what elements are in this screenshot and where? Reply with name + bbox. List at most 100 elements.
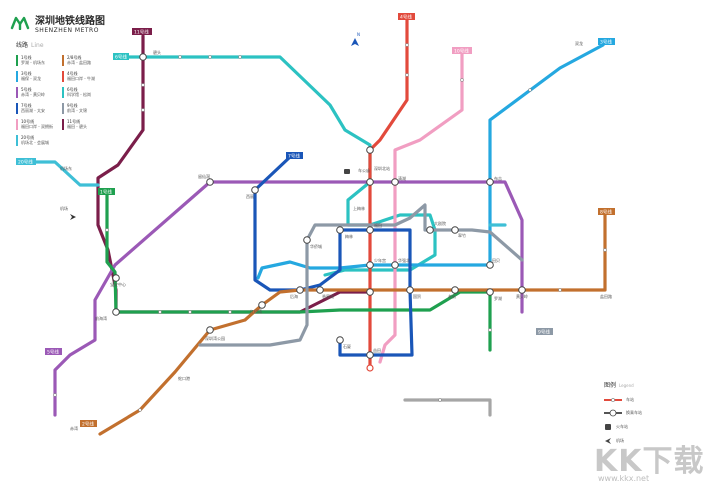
station-tick[interactable]: [460, 78, 464, 82]
airport-icon: [70, 214, 76, 220]
station-tick[interactable]: [105, 228, 109, 232]
legend-line-desc: 西丽湖 - 太安: [21, 108, 45, 113]
station-chegongmiao[interactable]: [366, 178, 374, 186]
station-xili[interactable]: [251, 186, 259, 194]
station-tick[interactable]: [603, 248, 607, 252]
station-tick[interactable]: [208, 55, 212, 59]
symbol-legend-row: 火车站: [604, 423, 699, 431]
badge-line-6-text: 6号线: [115, 54, 127, 61]
station-tick[interactable]: [558, 288, 562, 292]
station-tianbei[interactable]: [486, 261, 494, 269]
station-shenzhenwan[interactable]: [206, 326, 214, 334]
station-dajuyuan[interactable]: [426, 226, 434, 234]
legend-item[interactable]: 20号线机场北 - 会展城: [16, 135, 60, 146]
station-gangxia[interactable]: [366, 288, 374, 296]
compass-icon: N: [351, 32, 360, 46]
station-tick[interactable]: [528, 88, 532, 92]
station-tick[interactable]: [405, 43, 409, 47]
line-1[interactable]: [105, 193, 492, 352]
station-tick[interactable]: [488, 328, 492, 332]
legend-color-swatch: [16, 87, 18, 98]
station-futian[interactable]: [366, 226, 374, 234]
badge-line-5-text: 5号线: [47, 349, 59, 356]
legend-item[interactable]: 4号线福田口岸 - 牛湖: [62, 71, 106, 82]
legend-item[interactable]: 11号线福田 - 碧头: [62, 119, 106, 130]
station-tick[interactable]: [438, 398, 442, 402]
station-liuxiandong[interactable]: [206, 178, 214, 186]
line-9[interactable]: [198, 203, 524, 347]
line-2-8[interactable]: [98, 213, 607, 436]
station-hongshuwan[interactable]: [258, 301, 266, 309]
station-tick[interactable]: [141, 108, 145, 112]
legend-color-swatch: [62, 103, 64, 114]
label-shenzhenbei: 深圳北站: [374, 165, 390, 171]
legend-line-name: 3号线: [21, 71, 32, 76]
station-yitian[interactable]: [366, 351, 374, 359]
station-shaoniangong[interactable]: [366, 261, 374, 269]
legend-item[interactable]: 10号线福田口岸 - 双拥街: [16, 119, 60, 130]
station-laojie[interactable]: [451, 286, 459, 294]
station-tick[interactable]: [141, 83, 145, 87]
badge-line-7: [286, 152, 303, 159]
station-guomao[interactable]: [406, 286, 414, 294]
station-qinghu[interactable]: [391, 178, 399, 186]
legend-item[interactable]: 6号线科学馆 - 松岗: [62, 87, 106, 98]
line-11[interactable]: [96, 34, 372, 314]
badge-line-2-text: 2号线: [82, 421, 94, 428]
legend-line-name: 5号线: [21, 87, 32, 92]
badge-line-1-text: 1号线: [100, 189, 112, 196]
station-baoan[interactable]: [112, 274, 120, 282]
station-buji[interactable]: [486, 178, 494, 186]
station-cuizhu[interactable]: [451, 226, 459, 234]
badge-line-10: [452, 47, 472, 54]
station-shenzhenbei[interactable]: [366, 146, 374, 154]
station-tick[interactable]: [405, 73, 409, 77]
symbol-legend-heading-cn: 图例: [604, 382, 617, 389]
legend-item[interactable]: 3号线福保 - 双龙: [16, 71, 60, 82]
station-huaqiangbei[interactable]: [391, 261, 399, 269]
legend-item[interactable]: 2/8号线赤湾 - 盐田路: [62, 55, 106, 66]
line-4[interactable]: [368, 18, 409, 367]
station-tick[interactable]: [178, 55, 182, 59]
station-huaqiao[interactable]: [303, 236, 311, 244]
station-huangbeiling[interactable]: [518, 286, 526, 294]
legend-item[interactable]: 7号线西丽湖 - 太安: [16, 103, 60, 114]
legend-text: 20号线机场北 - 会展城: [21, 135, 49, 145]
legend-color-swatch: [16, 55, 18, 66]
label-dajuyuan: 大剧院: [434, 220, 446, 226]
station-meilin[interactable]: [336, 226, 344, 234]
station-tick[interactable]: [188, 310, 192, 314]
station-luohu[interactable]: [486, 288, 494, 296]
station-tick[interactable]: [158, 310, 162, 314]
legend-line-desc: 科学馆 - 松岗: [67, 92, 91, 97]
legend-text: 5号线赤湾 - 黄贝岭: [21, 87, 45, 97]
station-tick[interactable]: [138, 408, 142, 412]
station-bitou[interactable]: [139, 53, 147, 61]
label-shekou: 蛇口港: [178, 375, 190, 381]
station-xiangmihu[interactable]: [316, 286, 324, 294]
legend-item[interactable]: 1号线罗湖 - 机场东: [16, 55, 60, 66]
label-airport: 机场: [60, 205, 68, 211]
legend-line-desc: 前湾 - 文锦: [67, 108, 87, 113]
metro-logo-icon: [10, 16, 30, 30]
legend-line-name: 10号线: [21, 119, 35, 124]
line-20[interactable]: [32, 160, 100, 187]
legend-item[interactable]: 5号线赤湾 - 黄贝岭: [16, 87, 60, 98]
train-icon: [605, 424, 611, 430]
label-yitian: 益田: [373, 347, 381, 353]
station-qianhaiwan[interactable]: [112, 308, 120, 316]
legend-item[interactable]: 9号线前湾 - 文锦: [62, 103, 106, 114]
badge-line-9-text: 9号线: [538, 329, 550, 336]
line-5[interactable]: [53, 180, 524, 417]
line-10[interactable]: [378, 51, 464, 364]
station-tick[interactable]: [228, 310, 232, 314]
station-tick[interactable]: [238, 55, 242, 59]
station-shixia[interactable]: [336, 336, 344, 344]
label-xili: 西丽: [246, 194, 254, 199]
station-tick[interactable]: [53, 393, 57, 397]
line-branch-grey[interactable]: [403, 398, 492, 417]
station-houhai[interactable]: [296, 286, 304, 294]
line-7[interactable]: [253, 155, 414, 357]
